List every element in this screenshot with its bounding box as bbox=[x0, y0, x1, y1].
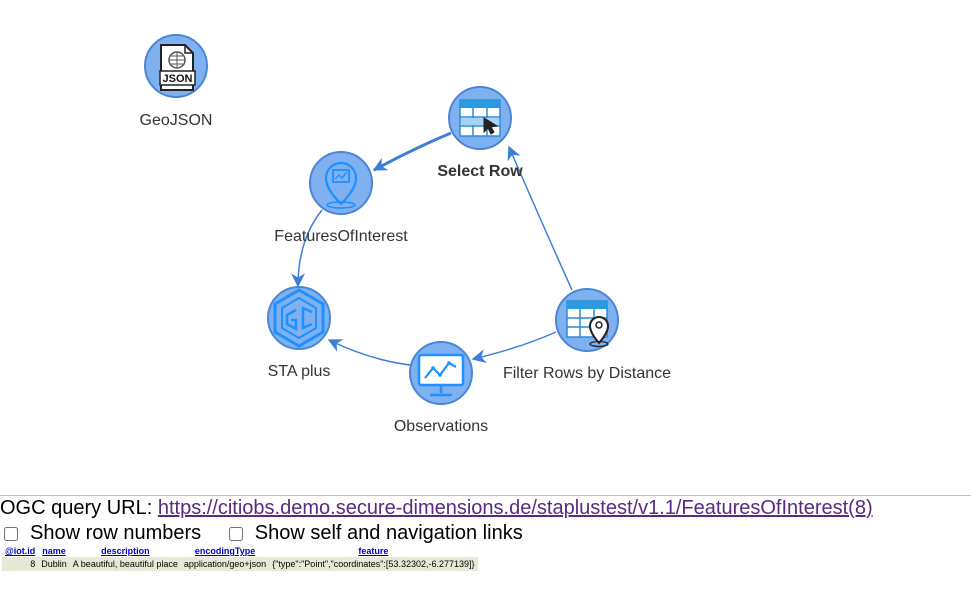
node-label-filter-rows-by-distance: Filter Rows by Distance bbox=[503, 365, 671, 382]
node-label-observations: Observations bbox=[394, 418, 488, 435]
location-pin-chart-icon bbox=[324, 161, 358, 209]
cell-description: A beautiful, beautiful place bbox=[69, 557, 181, 571]
table-location-filter-icon bbox=[566, 300, 610, 348]
node-features-of-interest[interactable] bbox=[309, 151, 373, 215]
table-select-row-icon bbox=[459, 99, 501, 137]
node-select-row[interactable] bbox=[448, 86, 512, 150]
edge-observations-to-sta-plus bbox=[327, 339, 411, 366]
divider bbox=[0, 495, 971, 496]
geojson-file-icon: JSON bbox=[159, 44, 196, 91]
node-sta-plus[interactable] bbox=[267, 286, 331, 350]
node-observations[interactable] bbox=[409, 341, 473, 405]
display-options: Show row numbers Show self and navigatio… bbox=[0, 522, 541, 547]
column-header-encoding-type[interactable]: encodingType bbox=[180, 545, 270, 557]
column-header-name[interactable]: name bbox=[38, 545, 70, 557]
edge-features-to-sta-plus bbox=[291, 209, 323, 288]
table-row[interactable]: 8 Dublin A beautiful, beautiful place ap… bbox=[2, 557, 478, 571]
edge-select-row-to-features bbox=[372, 131, 452, 172]
column-header-iot-id[interactable]: @iot.id bbox=[2, 545, 39, 557]
node-label-select-row: Select Row bbox=[437, 163, 523, 180]
node-label-geojson: GeoJSON bbox=[140, 112, 213, 129]
table-header-row: @iot.id name description encodingType fe… bbox=[2, 545, 478, 557]
workflow-graph: JSON GeoJSON Select Row FeaturesOfIntere… bbox=[140, 34, 671, 435]
query-url-label: OGC query URL: bbox=[0, 497, 158, 519]
result-table: @iot.id name description encodingType fe… bbox=[2, 545, 478, 571]
cell-iot-id: 8 bbox=[2, 557, 39, 571]
show-row-numbers-label: Show row numbers bbox=[30, 522, 202, 544]
edge-filter-rows-to-observations bbox=[471, 331, 557, 363]
node-geojson[interactable]: JSON bbox=[144, 34, 208, 98]
node-label-features-of-interest: FeaturesOfInterest bbox=[274, 228, 408, 245]
geojson-badge: JSON bbox=[163, 73, 193, 85]
show-links-checkbox[interactable] bbox=[228, 526, 243, 541]
edge-filter-rows-to-select-row bbox=[507, 145, 573, 291]
show-links-label: Show self and navigation links bbox=[254, 522, 523, 544]
column-header-description[interactable]: description bbox=[69, 545, 181, 557]
sta-plus-logo-icon bbox=[273, 288, 325, 348]
cell-feature: {"type":"Point","coordinates":[53.32302,… bbox=[269, 557, 478, 571]
show-links-option[interactable]: Show self and navigation links bbox=[225, 522, 523, 545]
show-row-numbers-option[interactable]: Show row numbers bbox=[0, 522, 201, 545]
query-url-link[interactable]: https://citiobs.demo.secure-dimensions.d… bbox=[157, 497, 873, 519]
monitor-chart-icon bbox=[417, 353, 465, 397]
node-filter-rows-by-distance[interactable] bbox=[555, 288, 619, 352]
cell-name: Dublin bbox=[38, 557, 70, 571]
column-header-feature[interactable]: feature bbox=[269, 545, 478, 557]
node-label-sta-plus: STA plus bbox=[268, 363, 331, 380]
show-row-numbers-checkbox[interactable] bbox=[4, 526, 18, 541]
cell-encoding-type: application/geo+json bbox=[180, 557, 270, 571]
query-url-line: OGC query URL: https://citiobs.demo.secu… bbox=[0, 497, 873, 520]
